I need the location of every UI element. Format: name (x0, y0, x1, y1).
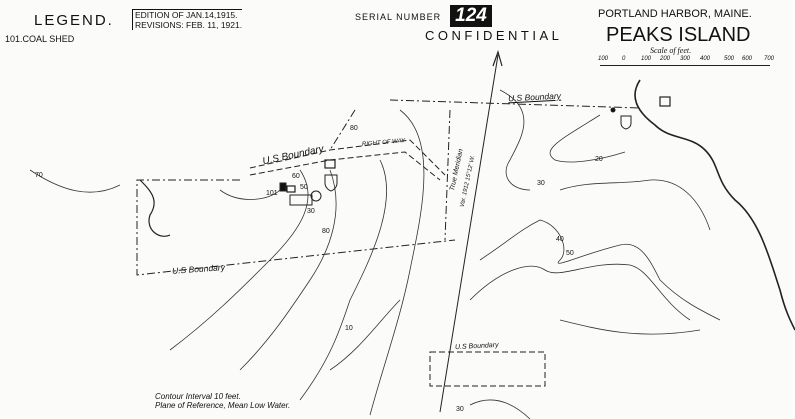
legend-title: LEGEND. (34, 12, 114, 29)
boundary-left-rect (136, 179, 456, 276)
coastline (634, 79, 795, 331)
true-meridian-line (439, 54, 499, 413)
boundary-top-line (389, 99, 641, 109)
depth-label: 80 (350, 125, 358, 132)
depth-label: 40 (556, 236, 564, 243)
building-icon (659, 96, 671, 107)
shield-marker-icon (620, 115, 632, 130)
station-marker-icon (310, 190, 322, 202)
shield-marker-icon (324, 174, 338, 192)
boundary-west-link (329, 109, 356, 151)
boundary-south-rect (429, 351, 546, 387)
scale-tick: 100 (598, 56, 609, 62)
serial-label: SERIAL NUMBER (355, 12, 442, 22)
edition-date: EDITION OF JAN.14,1915. (135, 10, 238, 20)
map-notes: Contour Interval 10 feet. Plane of Refer… (155, 392, 290, 410)
edition-info: EDITION OF JAN.14,1915. REVISIONS: FEB. … (132, 9, 243, 30)
plane-of-reference-note: Plane of Reference, Mean Low Water. (155, 401, 291, 410)
north-arrow-icon (492, 50, 503, 67)
scale-tick: 300 (680, 56, 691, 62)
revision-date: REVISIONS: FEB. 11, 1921. (135, 20, 243, 30)
contour-lines (29, 89, 721, 419)
building-icon (324, 159, 336, 169)
scale-tick: 200 (660, 56, 671, 62)
scale-tick: 100 (641, 56, 652, 62)
contour-interval-note: Contour Interval 10 feet. (155, 392, 241, 401)
harbor-title: PORTLAND HARBOR, MAINE. (598, 8, 752, 20)
building-icon (286, 185, 296, 193)
legend-item: 101.COAL SHED (5, 34, 75, 44)
scale-tick: 400 (700, 56, 711, 62)
scale-tick: 600 (742, 56, 753, 62)
scale-line (600, 65, 770, 66)
depth-label: 30 (537, 180, 545, 187)
depth-label: 50 (566, 250, 574, 257)
depth-label: 20 (595, 156, 603, 163)
scale-tick: 500 (724, 56, 735, 62)
battery-icon (289, 194, 313, 206)
depth-label: 30 (456, 406, 464, 413)
scale-tick: 0 (622, 56, 626, 62)
islet-outline (139, 179, 171, 237)
island-title: PEAKS ISLAND (606, 24, 751, 46)
depth-label: 80 (322, 228, 330, 235)
depth-label: 30 (307, 208, 315, 215)
depth-label: 50 (300, 184, 308, 191)
depth-label: 60 (292, 173, 300, 180)
coal-shed-icon (279, 182, 287, 192)
depth-label: 70 (35, 172, 43, 179)
boundary-east-line (444, 109, 451, 241)
scale-tick: 700 (764, 56, 775, 62)
classification: CONFIDENTIAL (425, 28, 563, 43)
serial-number: 124 (450, 5, 492, 27)
scale-label: Scale of feet. (650, 46, 692, 55)
coal-shed-number: 101 (266, 190, 278, 197)
boundary-road (249, 139, 446, 181)
depth-label: 10 (345, 325, 353, 332)
